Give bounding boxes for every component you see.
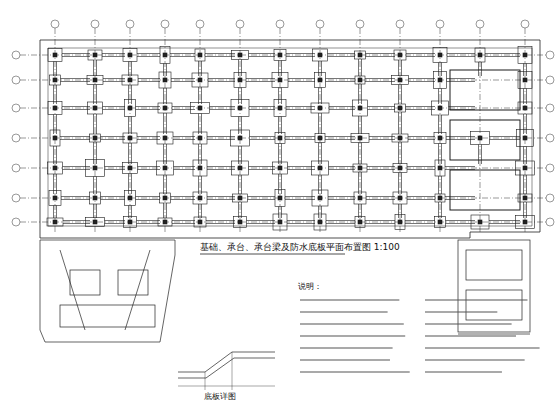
wing-foundation [40,240,175,342]
drawing-title: 基础、承台、承台梁及防水底板平面布置图 1:100 [198,242,402,253]
plan-outline [40,40,540,238]
section-detail [178,352,275,390]
stair-pit [458,240,530,334]
grid-axes [12,20,554,232]
pile-caps [47,47,535,231]
notes-heading: 说明： [296,282,324,291]
detail-label: 底板详图 [202,392,238,402]
title-underline [200,254,345,255]
notes-text-lines [300,300,540,372]
